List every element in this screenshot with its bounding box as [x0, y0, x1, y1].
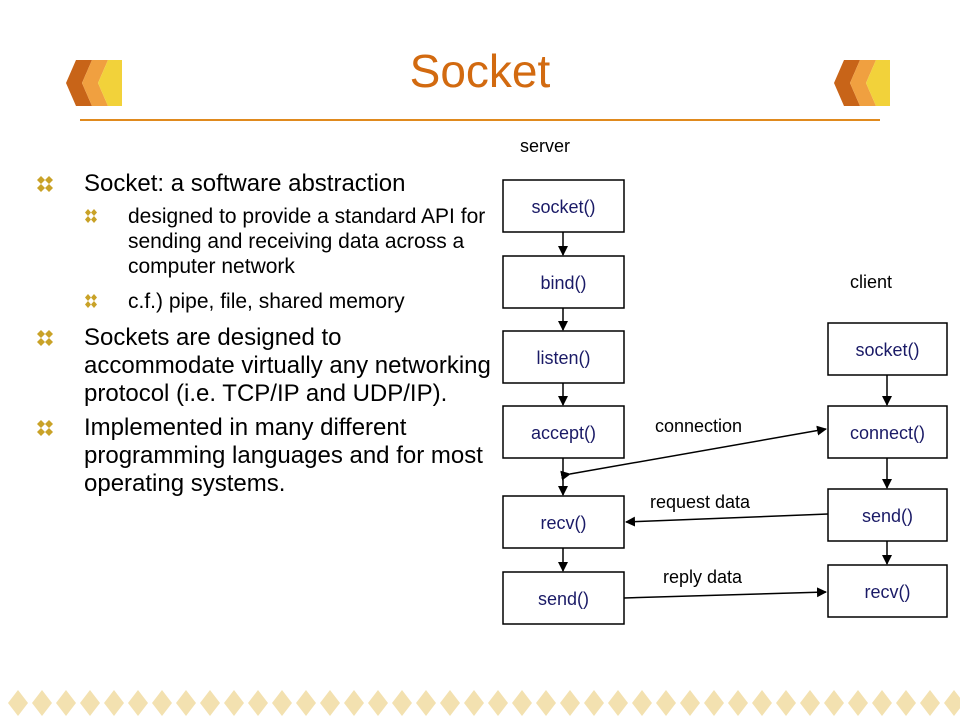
footer-diamond	[272, 690, 292, 716]
footer-diamond	[80, 690, 100, 716]
server-step-accept: accept()	[502, 405, 625, 459]
footer-diamond	[680, 690, 700, 716]
diamond-bullet-icon	[36, 420, 58, 436]
server-step-recv: recv()	[502, 495, 625, 549]
title-divider	[80, 119, 880, 121]
footer-pattern	[0, 686, 960, 720]
server-step-label: recv()	[541, 513, 587, 533]
bullet-list: Socket: a software abstraction designed …	[36, 170, 496, 504]
diamond-bullet-icon	[36, 176, 58, 192]
diamond-pattern-icon	[8, 690, 960, 716]
footer-diamond	[176, 690, 196, 716]
footer-diamond	[560, 690, 580, 716]
bullet-text: designed to provide a standard API for s…	[128, 205, 486, 278]
footer-diamond	[536, 690, 556, 716]
connection-label: connection	[655, 416, 742, 436]
bullet-text: c.f.) pipe, file, shared memory	[128, 290, 405, 313]
footer-diamond	[584, 690, 604, 716]
footer-diamond	[8, 690, 28, 716]
cube-logo-left-icon	[62, 56, 124, 110]
server-step-label: bind()	[540, 273, 586, 293]
cube-logo-right-icon	[830, 56, 892, 110]
diamond-bullet-icon	[36, 330, 58, 346]
footer-diamond	[752, 690, 772, 716]
footer-diamond	[464, 690, 484, 716]
server-step-label: send()	[538, 589, 589, 609]
footer-diamond	[824, 690, 844, 716]
server-step-label: accept()	[531, 423, 596, 443]
bullet-item: Sockets are designed to accommodate virt…	[36, 324, 496, 408]
footer-diamond	[128, 690, 148, 716]
client-step-label: connect()	[850, 423, 925, 443]
bullet-item: Socket: a software abstraction	[36, 170, 496, 198]
footer-diamond	[344, 690, 364, 716]
bullet-item: Implemented in many different programmin…	[36, 414, 496, 498]
bullet-text: Socket: a software abstraction	[84, 170, 406, 197]
footer-diamond	[704, 690, 724, 716]
footer-diamond	[848, 690, 868, 716]
footer-diamond	[920, 690, 940, 716]
diamond-bullet-icon	[84, 294, 100, 308]
footer-diamond	[488, 690, 508, 716]
footer-diamond	[632, 690, 652, 716]
footer-diamond	[872, 690, 892, 716]
client-step-label: recv()	[865, 582, 911, 602]
bullet-text: Implemented in many different programmin…	[84, 414, 483, 497]
server-step-label: socket()	[531, 197, 595, 217]
footer-diamond	[440, 690, 460, 716]
footer-diamond	[392, 690, 412, 716]
client-step-socket: socket()	[827, 322, 948, 376]
footer-diamond	[512, 690, 532, 716]
footer-diamond	[776, 690, 796, 716]
footer-diamond	[728, 690, 748, 716]
footer-diamond	[200, 690, 220, 716]
client-step-label: send()	[862, 506, 913, 526]
reply-label: reply data	[663, 567, 743, 587]
footer-diamond	[320, 690, 340, 716]
server-step-label: listen()	[536, 348, 590, 368]
request-arrow	[625, 513, 829, 527]
slide-title: Socket	[409, 45, 551, 97]
footer-diamond	[248, 690, 268, 716]
client-step-send: send()	[827, 488, 948, 542]
connection-arrow	[560, 425, 827, 481]
client-step-connect: connect()	[827, 405, 948, 459]
footer-diamond	[368, 690, 388, 716]
server-step-bind: bind()	[502, 255, 625, 309]
sub-bullet-item: c.f.) pipe, file, shared memory	[36, 289, 496, 314]
footer-diamond	[296, 690, 316, 716]
sub-bullet-item: designed to provide a standard API for s…	[36, 204, 496, 279]
footer-diamond	[656, 690, 676, 716]
footer-diamond	[224, 690, 244, 716]
client-step-label: socket()	[855, 340, 919, 360]
footer-diamond	[416, 690, 436, 716]
footer-diamond	[56, 690, 76, 716]
client-step-recv: recv()	[827, 564, 948, 618]
footer-diamond	[896, 690, 916, 716]
diamond-bullet-icon	[84, 209, 100, 223]
footer-diamond	[800, 690, 820, 716]
bullet-text: Sockets are designed to accommodate virt…	[84, 324, 491, 407]
request-label: request data	[650, 492, 751, 512]
footer-diamond	[32, 690, 52, 716]
server-step-send: send()	[502, 571, 625, 625]
footer-diamond	[152, 690, 172, 716]
client-label: client	[850, 272, 892, 292]
footer-diamond	[608, 690, 628, 716]
footer-diamond	[944, 690, 960, 716]
reply-arrow	[623, 587, 827, 599]
server-step-listen: listen()	[502, 330, 625, 384]
footer-diamond	[104, 690, 124, 716]
server-label: server	[520, 136, 570, 156]
server-step-socket: socket()	[502, 179, 625, 233]
